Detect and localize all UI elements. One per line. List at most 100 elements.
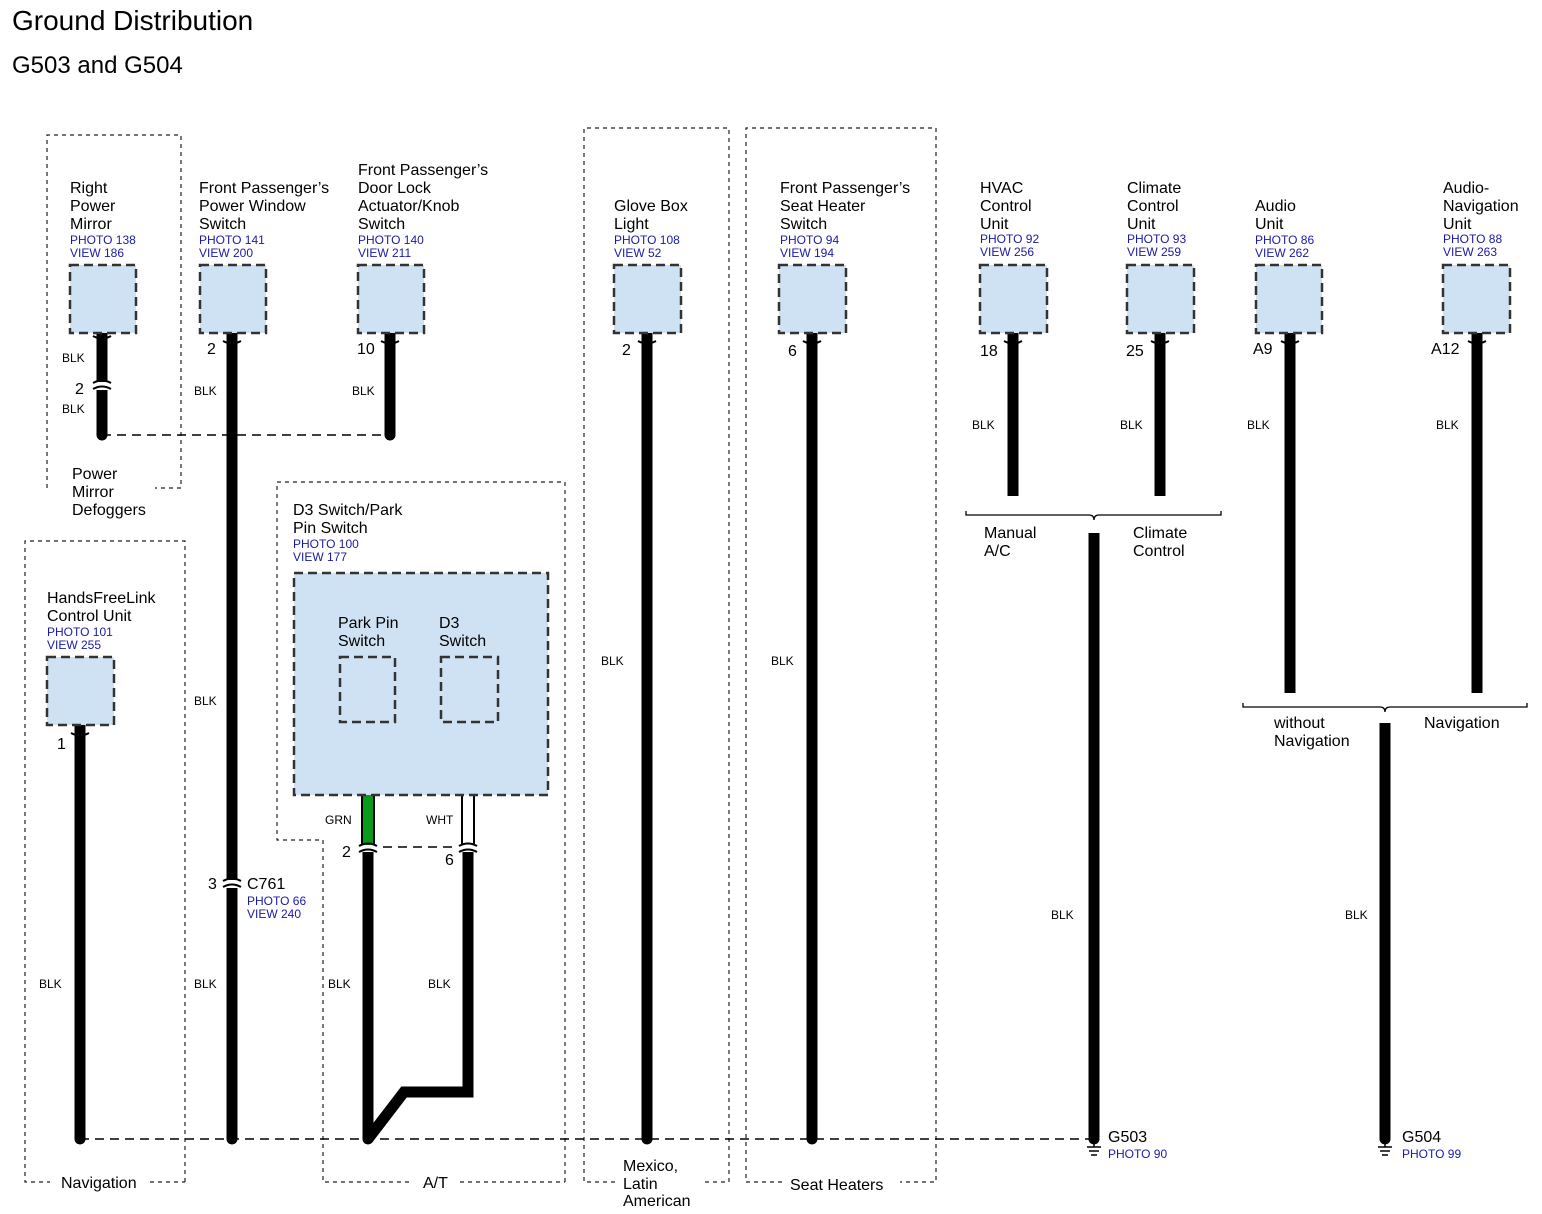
splice-mirror bbox=[96, 429, 108, 441]
photo-ref: PHOTO 93 bbox=[1127, 232, 1186, 246]
photo-ref: PHOTO 86 bbox=[1255, 233, 1314, 247]
component-name: HVAC bbox=[980, 180, 1023, 197]
pin-number: 6 bbox=[445, 852, 454, 869]
wire-color-label: GRN bbox=[325, 813, 352, 827]
area-at bbox=[276, 481, 566, 1183]
view-ref: VIEW 256 bbox=[980, 245, 1034, 259]
component-name: Navigation bbox=[1443, 198, 1519, 215]
option-label: Mexico, bbox=[623, 1158, 678, 1175]
photo-ref: PHOTO 92 bbox=[980, 232, 1039, 246]
option-label: Mirror bbox=[72, 484, 114, 501]
d3-switch-assembly bbox=[292, 571, 550, 797]
fp-door-lock-connector bbox=[356, 263, 426, 335]
component-name: Light bbox=[614, 216, 649, 233]
component-name: Control Unit bbox=[47, 608, 132, 625]
component-name: Pin Switch bbox=[293, 520, 368, 537]
pin-number: 2 bbox=[622, 342, 631, 359]
wire-color-label: BLK bbox=[328, 977, 351, 991]
photo-ref: PHOTO 94 bbox=[780, 233, 839, 247]
wire-color-label: WHT bbox=[426, 813, 454, 827]
ground-symbol-icon bbox=[1087, 1144, 1101, 1156]
component-name: HandsFreeLink bbox=[47, 590, 157, 607]
climate-control-connector bbox=[1125, 263, 1196, 335]
view-ref: VIEW 194 bbox=[780, 246, 834, 260]
wire-color-label: BLK bbox=[601, 654, 624, 668]
wire-d3-blk bbox=[363, 851, 474, 1143]
component-name: Power bbox=[70, 198, 116, 215]
pin-number: 1 bbox=[57, 736, 66, 753]
wires bbox=[74, 333, 1483, 1143]
wire-color-label: BLK bbox=[972, 418, 995, 432]
component-name: Audio bbox=[1255, 198, 1296, 215]
wire-color-label: BLK bbox=[1247, 418, 1270, 432]
view-ref: VIEW 259 bbox=[1127, 245, 1181, 259]
splice-door-lock bbox=[384, 429, 396, 441]
connector-name: C761 bbox=[247, 876, 285, 893]
component-name: Unit bbox=[1443, 216, 1472, 233]
d3-switch bbox=[439, 655, 500, 724]
option-label: American bbox=[623, 1193, 691, 1210]
wire-color-label: BLK bbox=[1345, 908, 1368, 922]
pin-number: A9 bbox=[1253, 341, 1273, 358]
component-name: D3 Switch/Park bbox=[293, 502, 403, 519]
option-area-outlines bbox=[24, 127, 937, 1183]
g503-photo: PHOTO 90 bbox=[1108, 1147, 1167, 1161]
wire-color-label: BLK bbox=[428, 977, 451, 991]
component-name: Glove Box bbox=[614, 198, 688, 215]
pin-number: A12 bbox=[1431, 341, 1460, 358]
mirror-inline-connector bbox=[92, 379, 112, 390]
view-ref: VIEW 262 bbox=[1255, 246, 1309, 260]
area-navigation bbox=[24, 540, 186, 1183]
view-ref: VIEW 200 bbox=[199, 246, 253, 260]
option-label: Defoggers bbox=[72, 502, 146, 519]
pin-number: 25 bbox=[1126, 343, 1144, 360]
view-ref: VIEW 240 bbox=[247, 907, 301, 921]
c761-labels: 3 C761 PHOTO 66 VIEW 240 bbox=[208, 876, 306, 921]
fp-power-window-connector bbox=[198, 263, 268, 335]
option-label: Power bbox=[72, 466, 118, 483]
wire-color-codes: BLK BLK BLK BLK BLK BLK BLK GRN WHT BLK … bbox=[39, 351, 1459, 991]
area-seat-heaters bbox=[745, 127, 937, 1183]
component-name: Actuator/Knob bbox=[358, 198, 460, 215]
option-label: Climate bbox=[1133, 525, 1187, 542]
photo-ref: PHOTO 108 bbox=[614, 233, 680, 247]
hvac-connector bbox=[978, 263, 1049, 335]
inline-connectors bbox=[70, 335, 1487, 888]
option-label: Control bbox=[1133, 543, 1185, 560]
option-label: Latin bbox=[623, 1176, 658, 1193]
option-label: Navigation bbox=[61, 1175, 137, 1192]
component-name: Seat Heater bbox=[780, 198, 866, 215]
photo-ref: PHOTO 100 bbox=[293, 537, 359, 551]
splice-seat-heater-ground bbox=[806, 1133, 818, 1145]
photo-ref: PHOTO 88 bbox=[1443, 232, 1502, 246]
area-power-mirror-defoggers bbox=[46, 134, 182, 489]
component-name: Climate bbox=[1127, 180, 1181, 197]
splice-power-window-ground bbox=[226, 1133, 238, 1145]
wire-color-label: BLK bbox=[39, 977, 62, 991]
photo-ref: PHOTO 101 bbox=[47, 625, 113, 639]
view-ref: VIEW 177 bbox=[293, 550, 347, 564]
pin-numbers: 2 10 2 6 18 25 A9 A12 1 2 2 6 bbox=[57, 341, 1460, 869]
photo-ref: PHOTO 140 bbox=[358, 233, 424, 247]
pin-number: 18 bbox=[980, 343, 998, 360]
splice-power-window bbox=[226, 429, 238, 441]
component-name: Unit bbox=[1127, 216, 1156, 233]
pin-number: 2 bbox=[75, 381, 84, 398]
ground-g503: G503 PHOTO 90 bbox=[1087, 1129, 1167, 1161]
audio-navigation-connector bbox=[1441, 263, 1512, 335]
pin-number: 6 bbox=[788, 343, 797, 360]
photo-ref: PHOTO 141 bbox=[199, 233, 265, 247]
bracket-nav-options bbox=[1242, 703, 1528, 713]
climate-control-labels: Climate Control Unit PHOTO 93 VIEW 259 bbox=[1127, 180, 1186, 259]
option-label: Navigation bbox=[1424, 715, 1500, 732]
component-name: Control bbox=[1127, 198, 1179, 215]
pin-number: 2 bbox=[342, 844, 351, 861]
wire-color-label: BLK bbox=[1120, 418, 1143, 432]
page-title: Ground Distribution bbox=[12, 5, 253, 36]
right-power-mirror-connector bbox=[68, 263, 138, 335]
option-labels: Power Mirror Defoggers Navigation A/T Me… bbox=[61, 466, 1500, 1210]
component-name: Unit bbox=[980, 216, 1009, 233]
audio-navigation-labels: Audio- Navigation Unit PHOTO 88 VIEW 263 bbox=[1443, 180, 1519, 259]
component-name: Front Passenger’s bbox=[780, 180, 910, 197]
